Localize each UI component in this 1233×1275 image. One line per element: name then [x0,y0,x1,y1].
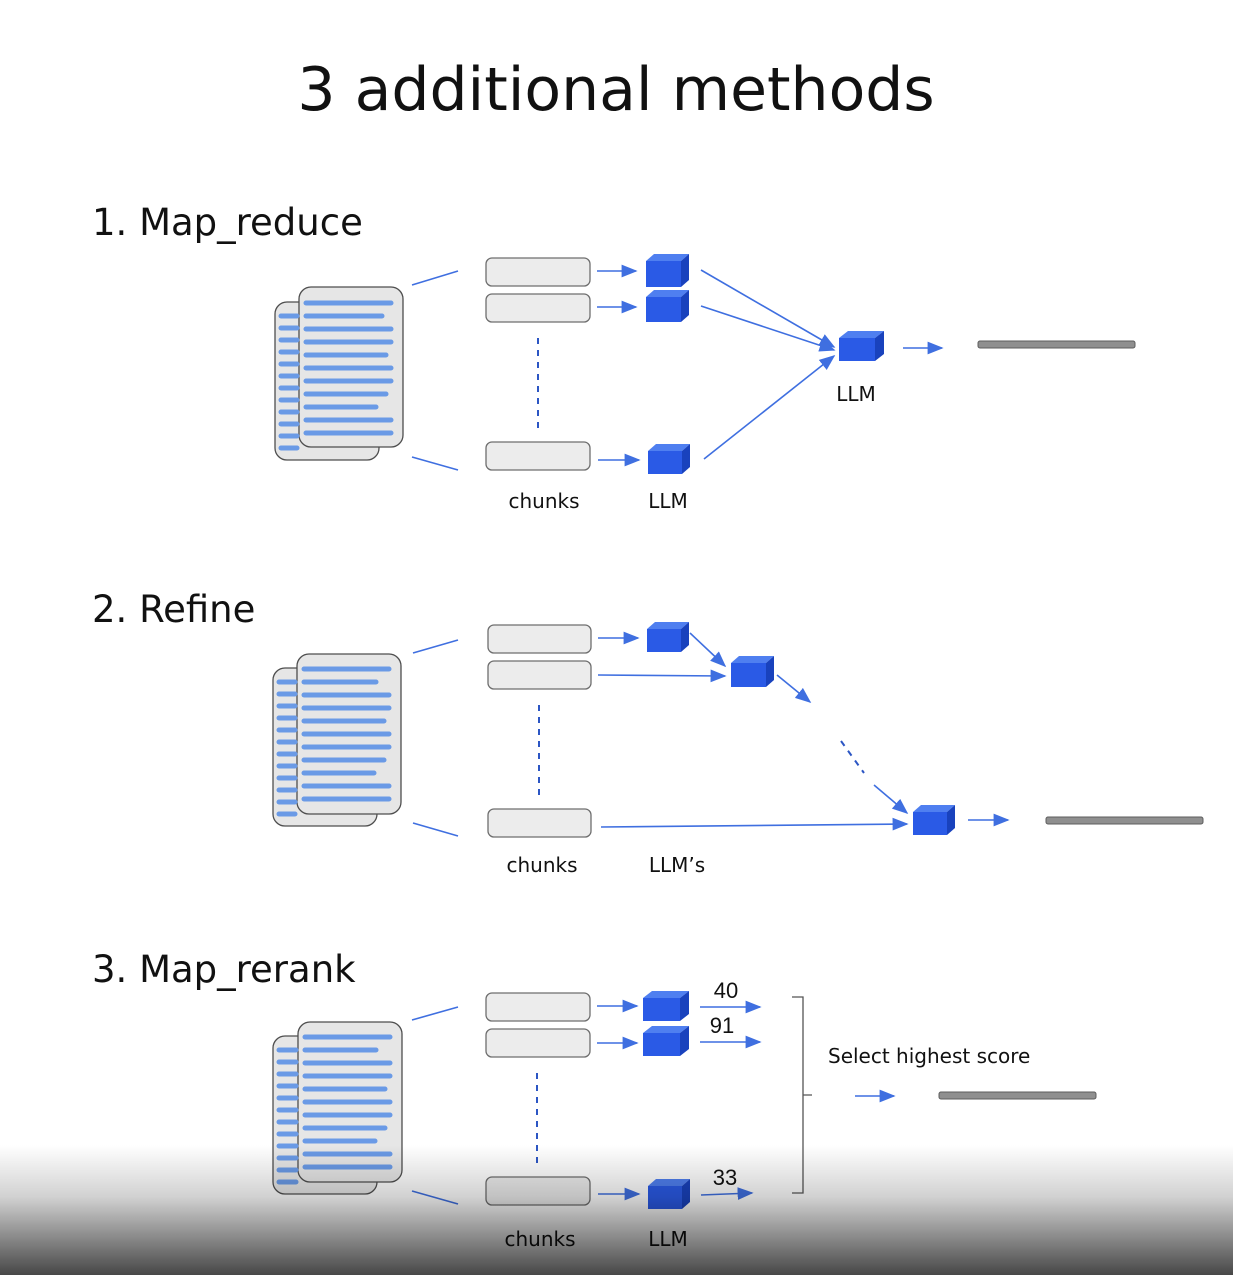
chunk-to-llm-arrow-2 [597,669,727,683]
fanout-line-bottom [411,1190,459,1205]
llm-label: LLM [648,489,688,513]
chunks-label: chunks [508,489,579,513]
section-heading-refine: 2. Refine [92,588,255,631]
llm-to-combine-arrow-1 [700,269,836,348]
chunk-box-n [487,808,592,838]
refine-diagram: chunks LLM’s [272,622,1204,877]
llm-cube-icon [648,444,690,474]
map-rerank-diagram: 40 91 33 Select highest score chunks LLM [272,978,1097,1251]
document-stack-icon [272,1021,403,1195]
document-stack-icon [274,286,404,461]
chunk-box-2 [485,293,591,323]
chunk-box-1 [485,992,591,1022]
llm-cube-icon [646,254,689,287]
map-reduce-diagram: chunks LLM LLM [274,254,1136,513]
final-llm-cube-icon [913,805,955,835]
refine-step-arrow-1 [689,632,727,668]
fanout-line-bottom [412,822,459,837]
llm-label: LLM’s [649,853,705,877]
section-heading-map-rerank: 3. Map_rerank [92,948,356,991]
llm-to-combine-arrow-2 [700,305,836,352]
fanout-line-top [412,639,459,654]
chunk-box-1 [487,624,592,654]
chunk-box-n [485,1176,591,1206]
final-llm-cube-icon [839,331,884,361]
fanout-line-bottom [411,456,459,471]
llm-cube-icon [643,1026,689,1056]
refine-step-arrow-2 [776,674,812,704]
chunk-box-2 [485,1028,591,1058]
llm-cube-icon [647,622,689,652]
score-label: 40 [714,978,738,1003]
refine-ellipsis-line [840,740,865,774]
chunk-box-1 [485,257,591,287]
llm-cube-icon [648,1179,690,1209]
page-title: 3 additional methods [297,55,934,125]
document-stack-icon [272,653,402,827]
llm-to-combine-arrow-n [703,355,836,460]
chunks-label: chunks [504,1227,575,1251]
refine-step-arrow-n [873,784,909,815]
chunk-box-n [485,441,591,471]
final-llm-label: LLM [836,382,876,406]
select-highest-score-label: Select highest score [828,1044,1030,1068]
fanout-line-top [411,1006,459,1021]
chunks-label: chunks [506,853,577,877]
llm-label: LLM [648,1227,688,1251]
chunk-box-2 [487,660,592,690]
output-bar [938,1091,1097,1100]
output-bar [977,340,1136,349]
fanout-line-top [411,270,459,286]
score-label: 91 [710,1013,734,1038]
output-bar [1045,816,1204,825]
llm-cube-icon [646,290,689,322]
chunk-to-llm-arrow-n [600,817,909,831]
score-arrow-n [700,1187,754,1200]
score-label: 33 [713,1165,737,1190]
llm-cube-icon [643,991,689,1021]
llm-cube-icon [731,656,774,687]
score-bracket [792,996,812,1194]
section-heading-map-reduce: 1. Map_reduce [92,201,363,244]
